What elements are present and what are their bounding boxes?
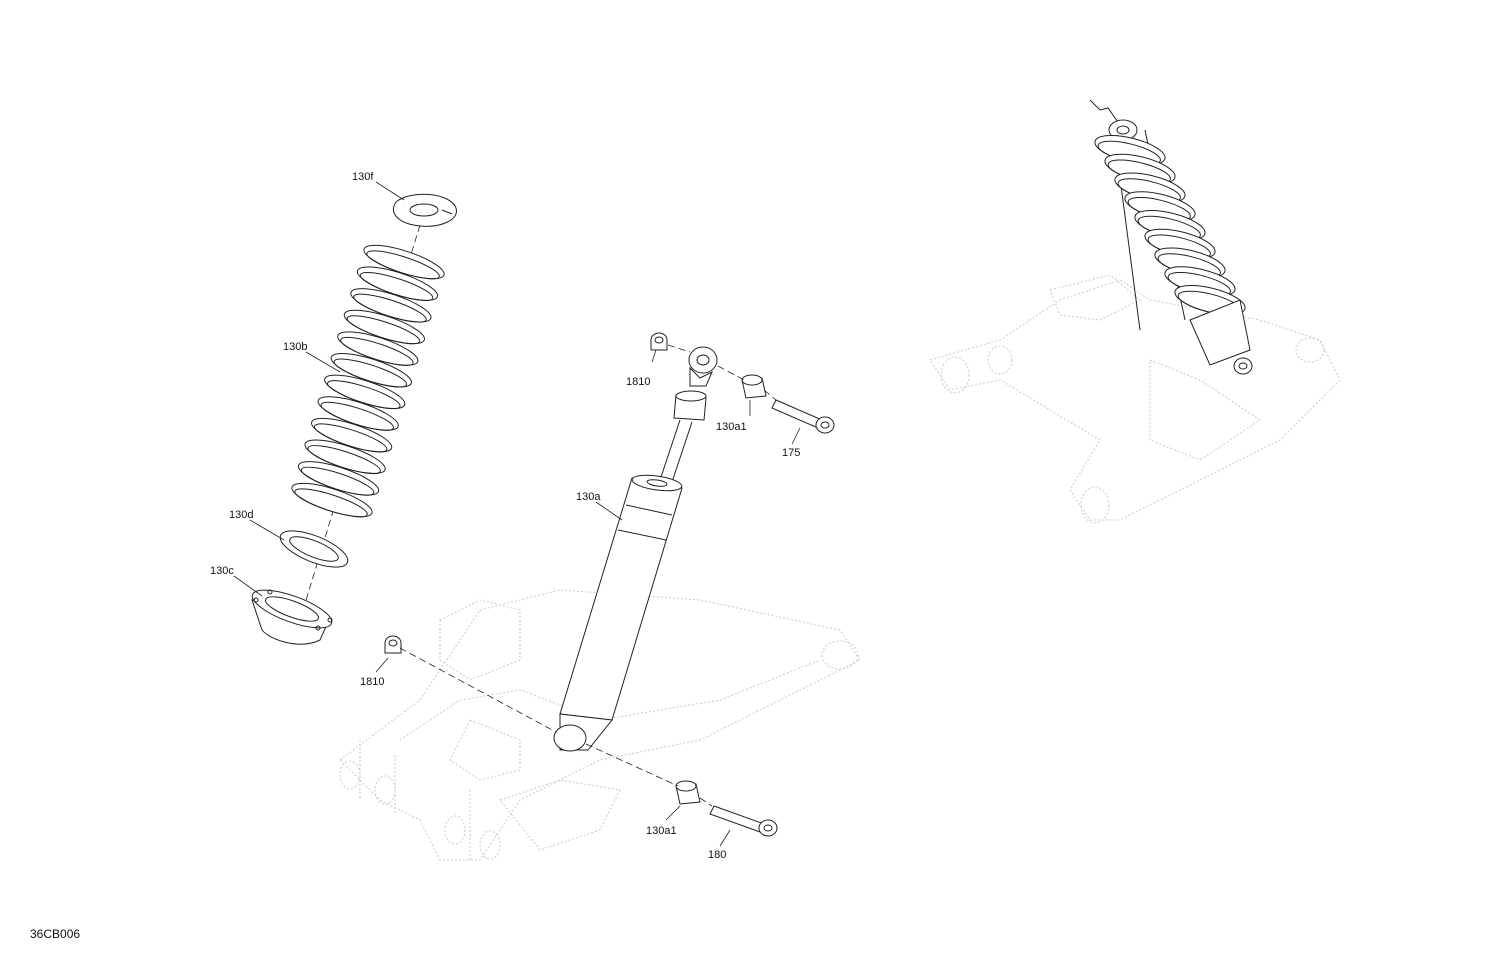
figure-id: 36CB006 [30, 927, 81, 941]
spring-stack-exploded [251, 193, 457, 645]
spring-retainer-130f [393, 193, 457, 227]
spring-seat-130d [279, 530, 349, 568]
leader-lines [233, 181, 801, 847]
callout-130a1-bottom: 130a1 [646, 825, 677, 837]
adjuster-collar-130c [251, 589, 333, 645]
callout-130d: 130d [229, 509, 253, 521]
callout-130a: 130a [576, 491, 601, 503]
bushing-130a1-bottom [675, 780, 701, 805]
nut-1810-top [650, 332, 668, 351]
callout-130b: 130b [283, 341, 307, 353]
assembled-shock-right [1089, 99, 1253, 375]
right-frame-ghost [929, 274, 1341, 524]
callout-130c: 130c [210, 565, 234, 577]
assembly-axis-lines [399, 344, 777, 807]
nut-1810-bottom [384, 635, 402, 654]
bushing-130a1-top [741, 374, 767, 399]
callout-1810-bottom: 1810 [360, 676, 384, 688]
bolt-175 [771, 399, 835, 434]
swing-arm-frame-ghost [339, 589, 861, 861]
callout-130a1-top: 130a1 [716, 421, 747, 433]
callout-130f: 130f [352, 171, 374, 183]
callout-1810-top: 1810 [626, 376, 650, 388]
bolt-180 [709, 805, 778, 837]
coil-spring-130b [291, 244, 445, 518]
callout-labels: 130f 130b 130d 130c 1810 130a1 175 130a … [210, 171, 800, 861]
callout-180: 180 [708, 849, 726, 861]
callout-175: 175 [782, 447, 800, 459]
shock-absorber-130a [553, 346, 718, 752]
